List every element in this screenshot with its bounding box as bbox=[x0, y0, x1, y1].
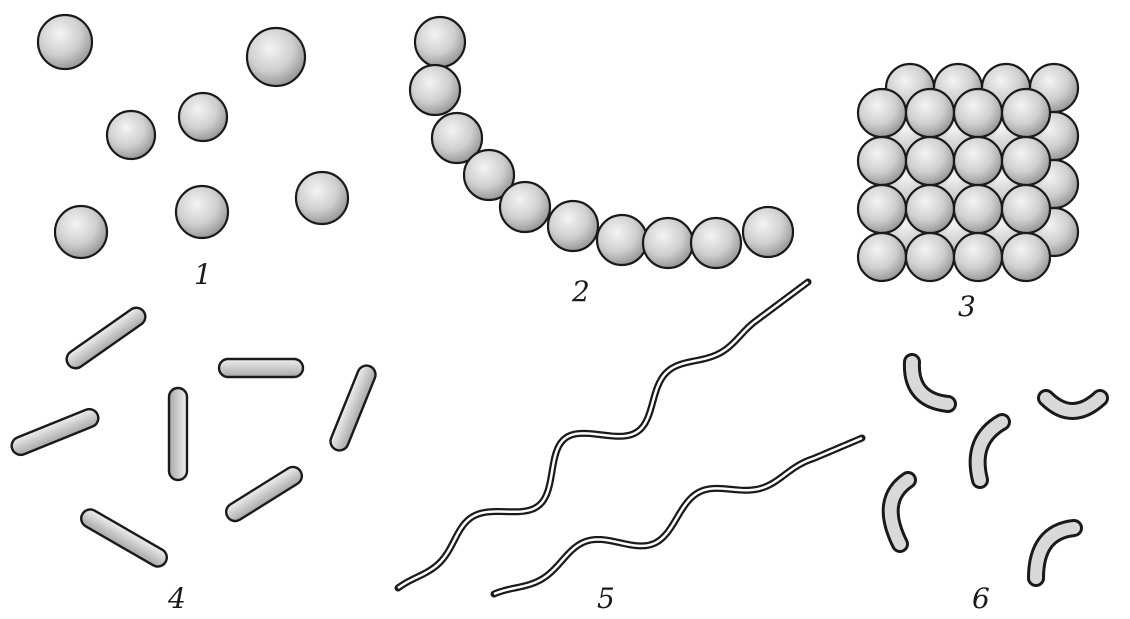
panel-label-2: 2 bbox=[572, 275, 590, 308]
packet-front-cell bbox=[1002, 137, 1050, 185]
coccus-cell bbox=[38, 15, 92, 69]
packet-front-cell bbox=[954, 185, 1002, 233]
chain-coccus-cell bbox=[548, 201, 598, 251]
packet-front-cell bbox=[858, 89, 906, 137]
packet-front-cell bbox=[1002, 89, 1050, 137]
bacillus-rod bbox=[78, 506, 170, 570]
bacillus-rod bbox=[63, 304, 149, 372]
bacillus-rod bbox=[219, 359, 303, 377]
chain-coccus-cell bbox=[643, 218, 693, 268]
bacillus-rod bbox=[328, 363, 378, 453]
sarcina-packet bbox=[858, 64, 1078, 281]
vibrios-group bbox=[891, 362, 1100, 578]
chain-coccus-cell bbox=[743, 207, 793, 257]
bacillus-rod bbox=[169, 388, 187, 480]
panel-label-3: 3 bbox=[958, 290, 976, 323]
coccus-cell bbox=[176, 186, 228, 238]
bacillus-rod bbox=[223, 464, 305, 525]
packet-front-cell bbox=[1002, 233, 1050, 281]
panel-label-4: 4 bbox=[168, 582, 186, 615]
chain-coccus-cell bbox=[691, 218, 741, 268]
spirilla-group bbox=[398, 282, 862, 594]
panel-label-6: 6 bbox=[972, 582, 990, 615]
coccus-cell bbox=[296, 172, 348, 224]
streptococci-chain bbox=[410, 17, 793, 268]
packet-front-cell bbox=[906, 233, 954, 281]
chain-coccus-cell bbox=[597, 215, 647, 265]
packet-front-cell bbox=[1002, 185, 1050, 233]
packet-front-cell bbox=[906, 185, 954, 233]
panel-label-5: 5 bbox=[597, 582, 615, 615]
packet-front-cell bbox=[858, 185, 906, 233]
cocci-group bbox=[38, 15, 348, 258]
packet-front-cell bbox=[954, 233, 1002, 281]
chain-coccus-cell bbox=[410, 65, 460, 115]
bacillus-rod bbox=[9, 406, 101, 457]
packet-front-cell bbox=[954, 89, 1002, 137]
panel-label-1: 1 bbox=[194, 258, 212, 291]
chain-coccus-cell bbox=[500, 182, 550, 232]
packet-front-cell bbox=[954, 137, 1002, 185]
packet-front-cell bbox=[858, 233, 906, 281]
coccus-cell bbox=[179, 93, 227, 141]
chain-coccus-cell bbox=[415, 17, 465, 67]
packet-front-cell bbox=[858, 137, 906, 185]
coccus-cell bbox=[55, 206, 107, 258]
coccus-cell bbox=[247, 28, 305, 86]
bacilli-group bbox=[9, 304, 378, 570]
coccus-cell bbox=[107, 111, 155, 159]
packet-front-cell bbox=[906, 137, 954, 185]
packet-front-cell bbox=[906, 89, 954, 137]
